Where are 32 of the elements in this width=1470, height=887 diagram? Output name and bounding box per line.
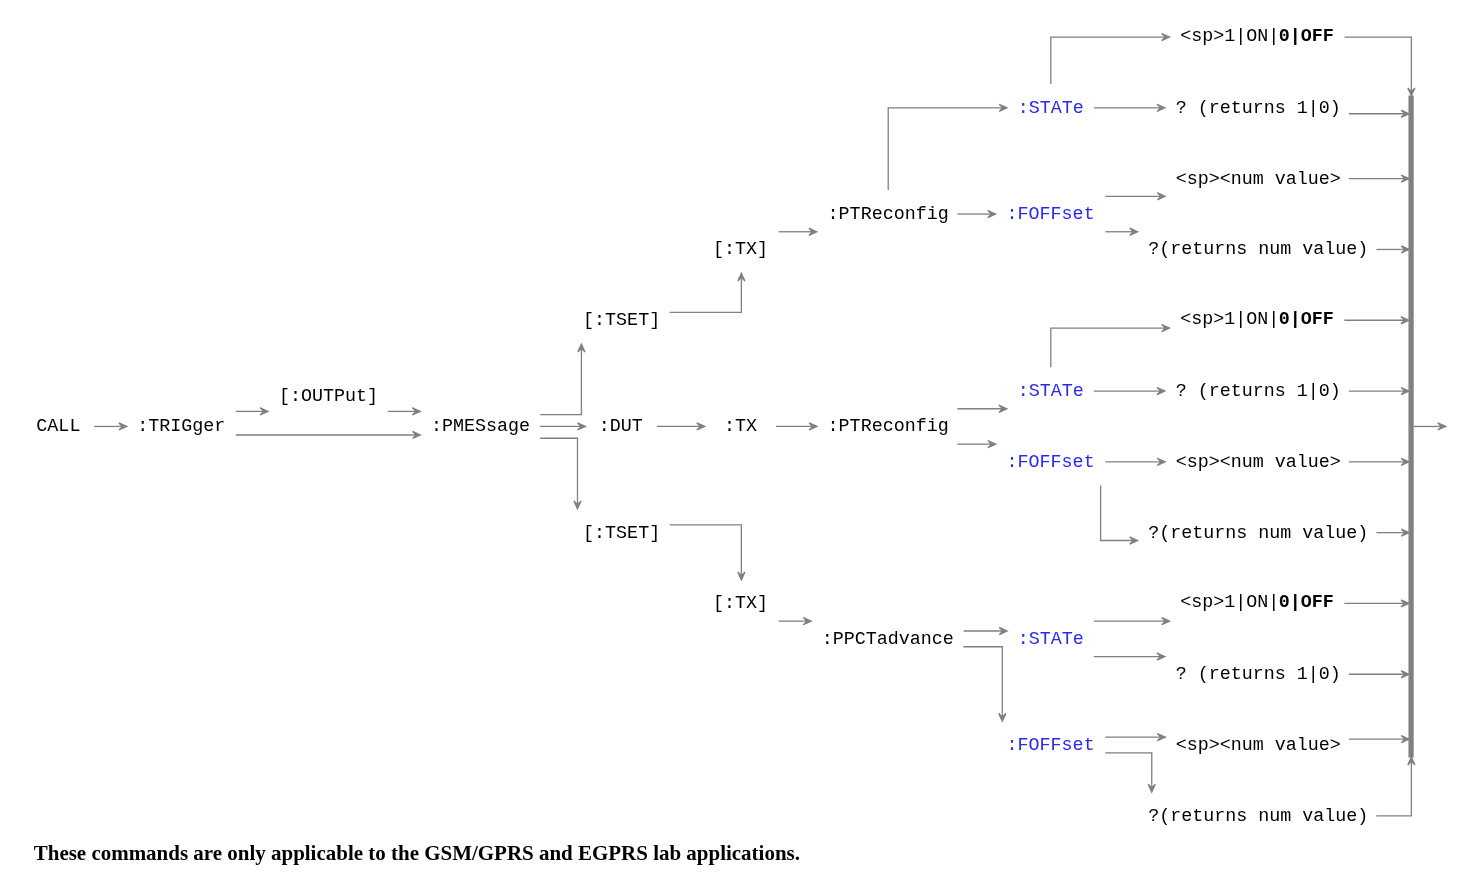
node-text: ?(returns num value) [1148,805,1369,827]
node-text: ?(returns num value) [1148,522,1369,544]
node-text: ? (returns 1|0) [1175,380,1341,402]
node-text: <sp><num value> [1175,168,1341,190]
node-text: :FOFFset [1006,734,1095,756]
node-text: ?(returns num value) [1148,239,1369,261]
node-text: :PTReconfig [827,203,949,225]
node-text: <sp>1|ON|0|OFF [1180,592,1334,613]
node-text: [:TSET] [583,522,661,544]
node-text: <sp><num value> [1175,451,1341,473]
node-text: :PMESsage [431,416,531,438]
node-text: [:OUTPut] [278,386,378,408]
node-text: <sp>1|ON|0|OFF [1180,308,1334,330]
node-text: [:TX] [712,239,768,261]
node-text: <sp>1|ON|0|OFF [1180,25,1334,47]
node-text: :PTReconfig [827,416,949,438]
node-text: :STATe [1017,380,1084,402]
node-text: :DUT [598,416,643,438]
node-text: :STATe [1017,628,1084,650]
node-text: :FOFFset [1006,203,1095,225]
caption: These commands are only applicable to the GSM/GPRS and EGPRS lab applications. [33,841,800,866]
node-text: [:TSET] [583,310,661,332]
node-text: ? (returns 1|0) [1175,97,1341,119]
node-text: CALL [36,416,81,438]
node-text: <sp><num value> [1175,734,1341,756]
node-text: :STATe [1017,97,1084,119]
node-text: :TRIGger [137,416,226,438]
node-text: :TX [724,416,758,438]
node-text: :PPCTadvance [821,628,954,650]
node-text: :FOFFset [1006,451,1095,473]
node-text: [:TX] [712,593,768,615]
node-text: ? (returns 1|0) [1175,664,1341,686]
